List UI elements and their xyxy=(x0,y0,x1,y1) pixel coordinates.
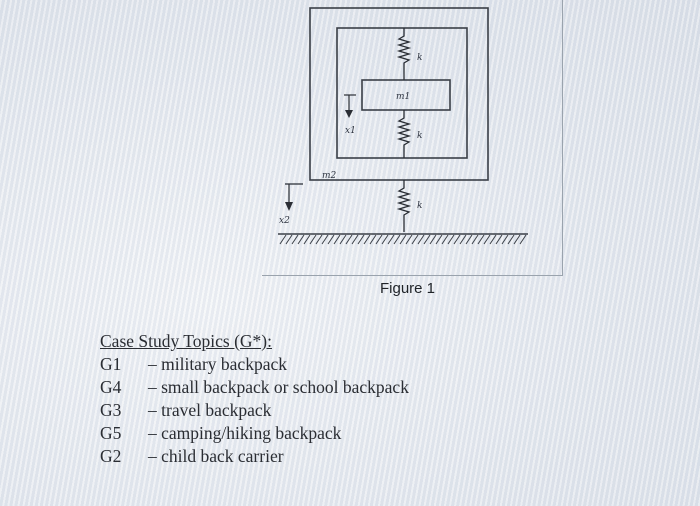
hatch-stroke xyxy=(459,234,467,245)
label-k-top: k xyxy=(417,53,422,63)
hatch-stroke xyxy=(279,234,287,245)
topic-item: G3– travel backpack xyxy=(100,400,272,420)
label-k-bottom: k xyxy=(417,201,422,211)
topic-code: G2 xyxy=(100,446,122,466)
hatch-stroke xyxy=(399,234,407,245)
topic-code: G1 xyxy=(100,354,122,374)
topic-item: G5– camping/hiking backpack xyxy=(100,423,342,443)
topic-text: camping/hiking backpack xyxy=(161,423,342,443)
hatch-stroke xyxy=(309,234,317,245)
label-x1: x1 xyxy=(345,126,356,136)
hatch-stroke xyxy=(345,234,353,245)
spring-top xyxy=(396,28,412,80)
hatch-stroke xyxy=(285,234,293,245)
ground-hatching xyxy=(279,234,527,245)
hatch-stroke xyxy=(471,234,479,245)
hatch-stroke xyxy=(417,234,425,245)
label-k-mid: k xyxy=(417,131,422,141)
hatch-stroke xyxy=(339,234,347,245)
hatch-stroke xyxy=(435,234,443,245)
x2-arrow-head xyxy=(285,202,293,211)
hatch-stroke xyxy=(303,234,311,245)
hatch-stroke xyxy=(333,234,341,245)
hatch-stroke xyxy=(321,234,329,245)
inner-mass-block xyxy=(361,79,451,111)
hatch-stroke xyxy=(501,234,509,245)
case-study-topics: Case Study Topics (G*): G1– military bac… xyxy=(100,330,409,468)
hatch-stroke xyxy=(519,234,527,245)
topic-text: small backpack or school backpack xyxy=(161,377,409,397)
topic-item: G4– small backpack or school backpack xyxy=(100,377,409,397)
hatch-stroke xyxy=(357,234,365,245)
topic-code: G5 xyxy=(100,423,122,443)
spring-bottom xyxy=(396,180,412,232)
hatch-stroke xyxy=(315,234,323,245)
topic-text: military backpack xyxy=(161,354,287,374)
inner-frame xyxy=(336,27,468,159)
hatch-stroke xyxy=(351,234,359,245)
hatch-stroke xyxy=(291,234,299,245)
hatch-stroke xyxy=(369,234,377,245)
topic-code: G4 xyxy=(100,377,122,397)
hatch-stroke xyxy=(393,234,401,245)
topic-code: G3 xyxy=(100,400,122,420)
hatch-stroke xyxy=(489,234,497,245)
hatch-stroke xyxy=(465,234,473,245)
topic-text: travel backpack xyxy=(161,400,272,420)
hatch-stroke xyxy=(477,234,485,245)
label-m1: m1 xyxy=(396,92,410,102)
label-m2: m2 xyxy=(322,171,337,181)
hatch-stroke xyxy=(405,234,413,245)
mass-spring-diagram: k k k m1 m2 x1 x2 xyxy=(278,7,528,245)
hatch-stroke xyxy=(327,234,335,245)
label-x2: x2 xyxy=(279,216,290,226)
topic-item: G2– child back carrier xyxy=(100,446,284,466)
hatch-stroke xyxy=(297,234,305,245)
hatch-stroke xyxy=(423,234,431,245)
hatch-stroke xyxy=(483,234,491,245)
spring-middle xyxy=(396,110,412,158)
hatch-stroke xyxy=(411,234,419,245)
hatch-stroke xyxy=(447,234,455,245)
figure-caption: Figure 1 xyxy=(380,280,436,297)
hatch-stroke xyxy=(513,234,521,245)
hatch-stroke xyxy=(375,234,383,245)
hatch-stroke xyxy=(495,234,503,245)
hatch-stroke xyxy=(387,234,395,245)
hatch-stroke xyxy=(441,234,449,245)
topics-heading: Case Study Topics (G*): xyxy=(100,331,272,351)
hatch-stroke xyxy=(381,234,389,245)
hatch-stroke xyxy=(507,234,515,245)
figure-panel xyxy=(262,0,563,276)
hatch-stroke xyxy=(363,234,371,245)
hatch-stroke xyxy=(429,234,437,245)
topic-text: child back carrier xyxy=(161,446,284,466)
hatch-stroke xyxy=(453,234,461,245)
x1-arrow-head xyxy=(345,110,353,118)
topic-item: G1– military backpack xyxy=(100,354,287,374)
outer-mass-frame xyxy=(309,7,489,181)
